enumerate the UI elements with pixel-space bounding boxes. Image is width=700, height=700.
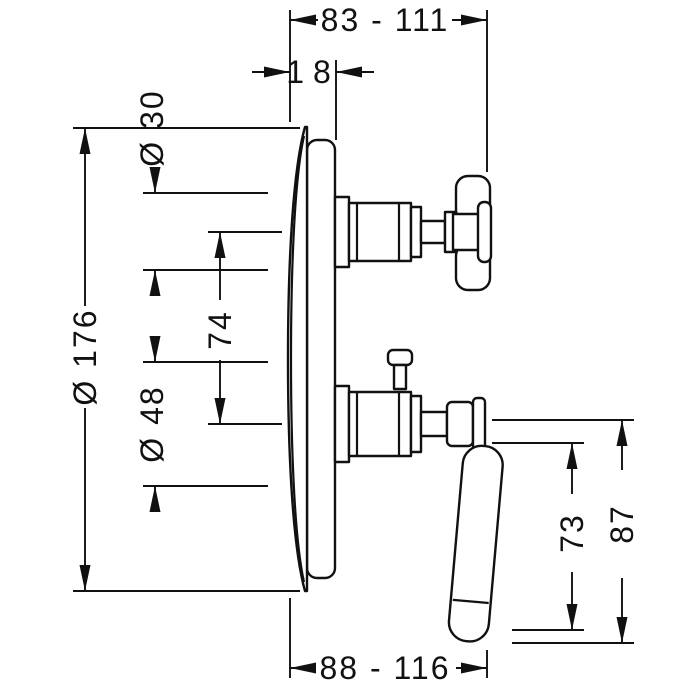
diverter-knob: [386, 348, 414, 367]
dim-bottom-sleeve-diameter-label: Ø 48: [134, 385, 170, 462]
lever-grip: [447, 444, 504, 643]
shutoff-flange: [333, 384, 351, 464]
mixer-fixture-side-view: [286, 125, 504, 643]
dimension-center-distance: 74: [202, 231, 282, 425]
shutoff-body-cap: [409, 394, 423, 454]
dim-plate-diameter-label: Ø 176: [67, 308, 103, 405]
escutcheon-back-flange: [305, 138, 337, 580]
shutoff-body: [347, 390, 413, 458]
dimension-top-stem-diameter: Ø 30: [134, 89, 268, 296]
cross-handle-front-arm: [476, 200, 493, 264]
lever-hub-ring: [471, 396, 487, 452]
dim-center-distance-label: 74: [202, 310, 238, 350]
thermostat-control: [333, 174, 493, 292]
thermostat-flange: [333, 195, 351, 269]
dimension-plate-depth: 18: [252, 54, 374, 140]
shutoff-stem: [419, 410, 449, 438]
dim-top-width-label: 83 - 111: [321, 2, 450, 38]
dim-lever-projection-label: 87: [604, 504, 640, 544]
dimension-lever-length: 73: [492, 442, 590, 631]
thermostat-stem: [419, 219, 447, 245]
dim-plate-depth-label: 18: [286, 54, 340, 90]
lever-hub: [445, 400, 475, 448]
dim-lever-length-label: 73: [554, 513, 590, 553]
dim-top-stem-diameter-label: Ø 30: [134, 89, 170, 166]
lever-grip-cap-line: [452, 598, 489, 605]
dim-bottom-width-label: 88 - 116: [319, 650, 450, 686]
diverter-knob-stem: [392, 363, 408, 391]
thermostat-body-cap: [409, 205, 423, 259]
shutoff-control: [333, 348, 504, 643]
dimension-lever-projection: 87: [492, 419, 640, 644]
lever-grip-group: [447, 444, 504, 643]
escutcheon-plate-rim-line: [289, 135, 306, 583]
dimension-top-width: 83 - 111: [289, 2, 488, 172]
thermostat-body: [347, 201, 413, 263]
dimension-bottom-width: 88 - 116: [289, 598, 488, 686]
dimension-bottom-sleeve-diameter: Ø 48: [134, 336, 268, 512]
dimension-plate-diameter: Ø 176: [67, 127, 300, 592]
